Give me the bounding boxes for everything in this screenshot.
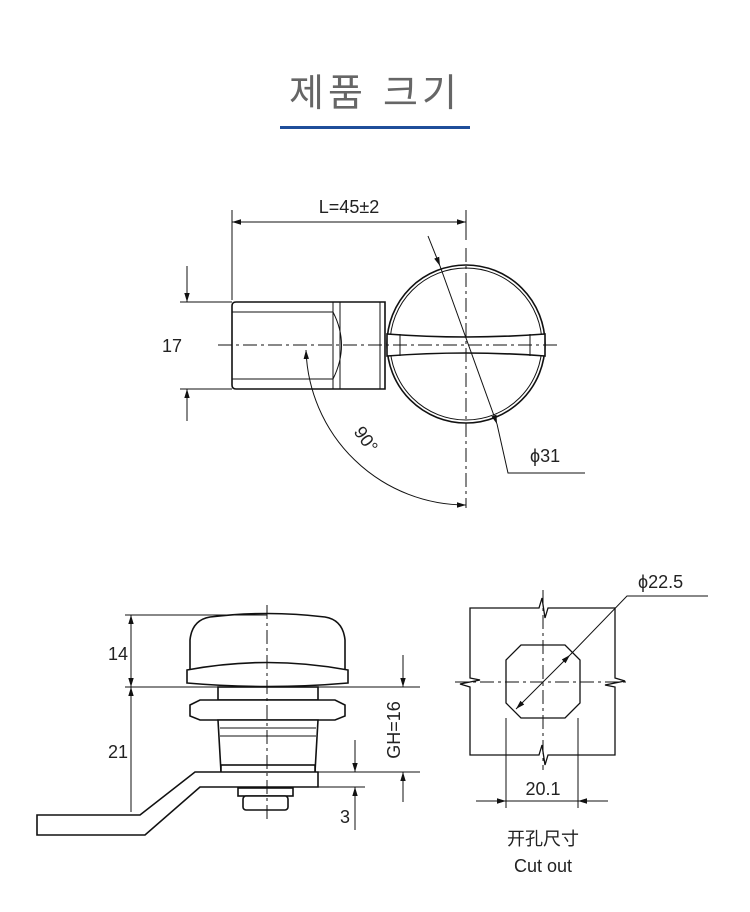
- title-underline: [280, 126, 470, 129]
- cutout-hole: [505, 644, 581, 719]
- angle-label: 90°: [350, 423, 382, 457]
- side-view: 14 21 GH=16 3: [36, 605, 420, 836]
- screw: [242, 795, 289, 811]
- panel-outline: [459, 597, 626, 766]
- cutout-caption-en: Cut out: [514, 856, 572, 876]
- cutout-caption-cn: 开孔尺寸: [507, 829, 579, 849]
- cap-height-label: 14: [108, 644, 128, 664]
- cutout-view: ϕ22.5 20.1 开孔尺寸 Cut out: [455, 572, 708, 876]
- diameter-label: ϕ31: [530, 446, 560, 466]
- grip-label: GH=16: [384, 701, 404, 759]
- height-label: 17: [162, 336, 182, 356]
- cutout-width-label: 20.1: [525, 779, 560, 799]
- top-view: L=45±2 17 90° ϕ31: [162, 197, 585, 508]
- cam-thickness-label: 3: [340, 807, 350, 827]
- length-label: L=45±2: [319, 197, 379, 217]
- cutout-diameter-label: ϕ22.5: [638, 572, 683, 592]
- body-height-label: 21: [108, 742, 128, 762]
- angle-arc: [303, 349, 467, 508]
- page-title: 제품 크기: [289, 71, 461, 115]
